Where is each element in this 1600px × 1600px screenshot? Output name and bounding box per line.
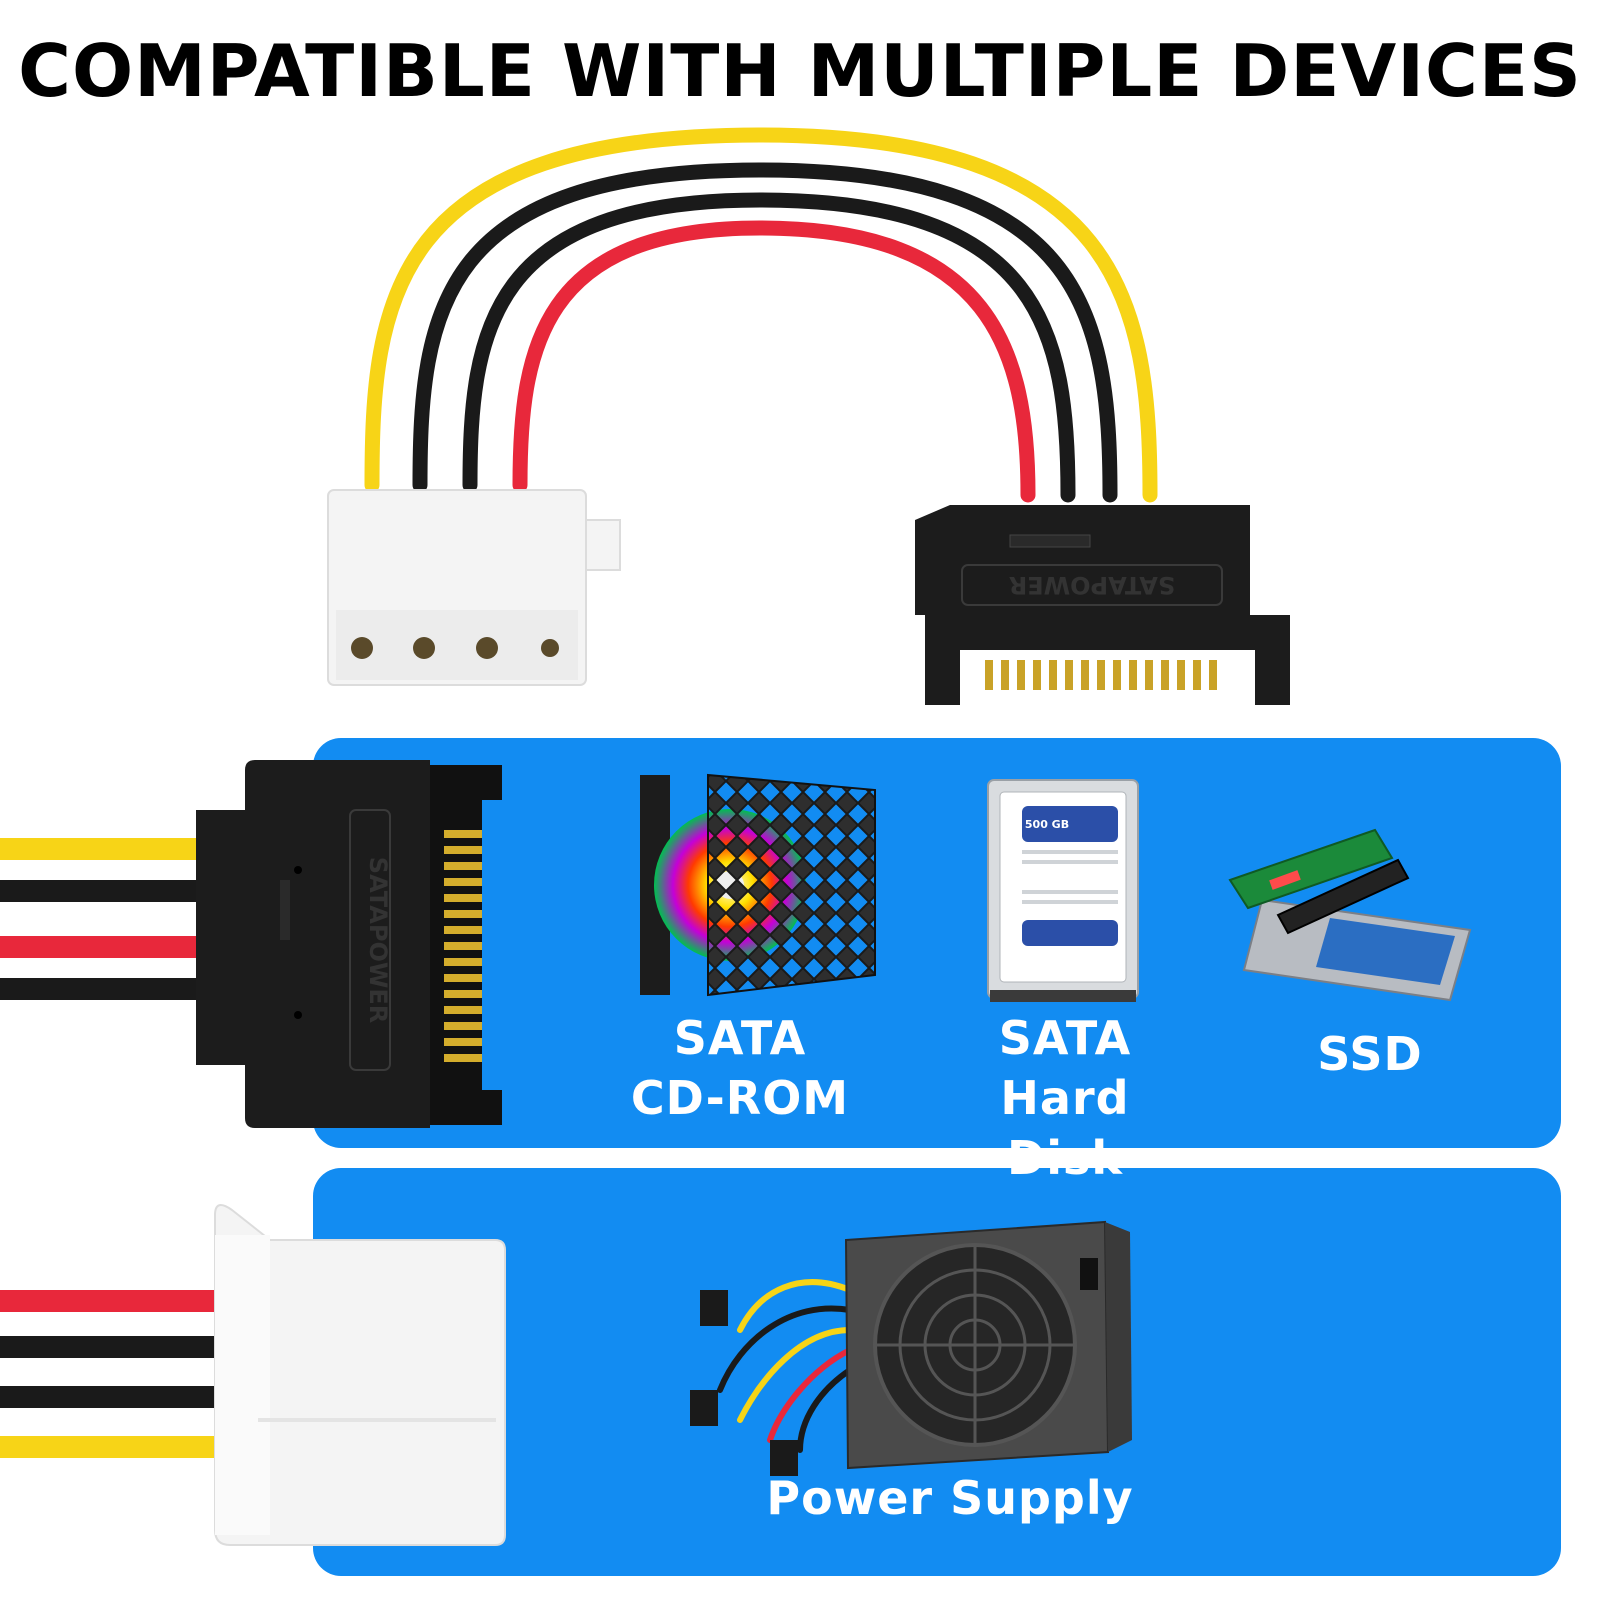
sata-connector-side: SATAPOWER xyxy=(196,760,502,1128)
adapter-cable-illustration: SATAPOWER xyxy=(327,127,1290,705)
headline: COMPATIBLE WITH MULTIPLE DEVICES xyxy=(18,29,1582,113)
molex-connector xyxy=(327,489,621,686)
ssd-icon xyxy=(1228,828,1472,1002)
device-label-hard-disk: SATA Hard Disk xyxy=(998,1011,1132,1185)
cd-rom-drive-icon xyxy=(640,773,876,997)
hard-disk-icon: 500 GB xyxy=(987,779,1139,1002)
power-supply-icon xyxy=(690,1220,1132,1476)
connector-label-top: SATAPOWER xyxy=(1009,571,1175,599)
device-label-cd-rom: SATA CD-ROM xyxy=(630,1011,850,1125)
hdd-capacity-label: 500 GB xyxy=(1025,818,1069,831)
connector-label-side: SATAPOWER xyxy=(364,857,392,1023)
device-label-ssd: SSD xyxy=(1317,1027,1423,1081)
sata-power-connector: SATAPOWER xyxy=(915,505,1290,705)
molex-connector-side xyxy=(214,1204,506,1546)
device-label-power-supply: Power Supply xyxy=(766,1471,1134,1525)
